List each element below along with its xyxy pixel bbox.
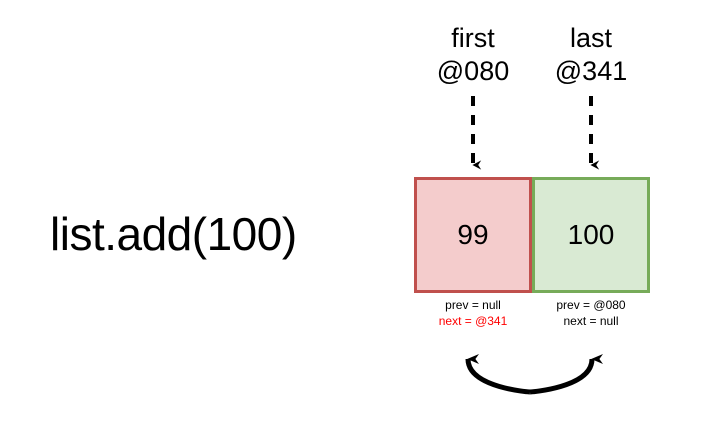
node-100-prev-field: prev = @080 xyxy=(556,298,626,312)
node-value-99: 99 xyxy=(457,219,489,250)
pointer-address-last: @341 xyxy=(554,56,628,86)
operation-label: list.add(100) xyxy=(50,208,297,260)
pointer-name-last: last xyxy=(569,23,613,53)
node-fields-99: prev = null next = @341 xyxy=(414,297,532,329)
node-99-prev-field: prev = null xyxy=(445,298,501,312)
link-arrow-right-head xyxy=(529,354,604,395)
node-box-99: 99 xyxy=(414,177,532,293)
node-100-next-field: next = null xyxy=(563,314,619,328)
pointer-label-last: last @341 xyxy=(531,22,651,88)
pointer-label-first: first @080 xyxy=(413,22,533,88)
node-fields-100: prev = @080 next = null xyxy=(532,297,650,329)
pointer-name-first: first xyxy=(451,23,495,53)
node-value-100: 100 xyxy=(567,219,615,250)
link-arrow-left-head xyxy=(465,353,531,395)
node-99-next-field: next = @341 xyxy=(438,314,508,328)
pointer-address-first: @080 xyxy=(436,56,510,86)
node-box-100: 100 xyxy=(532,177,650,293)
